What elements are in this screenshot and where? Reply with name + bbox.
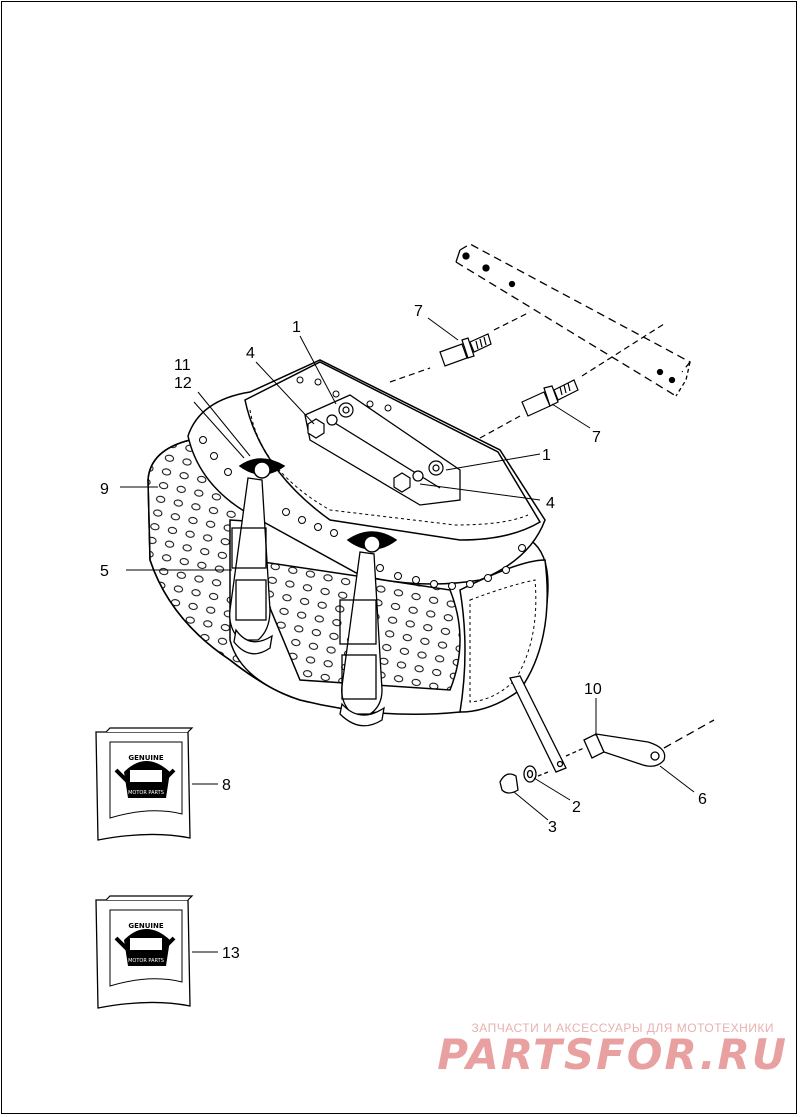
callout-7-lower: 7 <box>592 429 601 446</box>
strap-left <box>229 477 273 655</box>
bolt-7-upper <box>389 311 531 383</box>
callout-6: 6 <box>698 791 707 808</box>
logo-bottom-text-13: MOTOR PARTS <box>128 958 164 964</box>
callout-1-upper: 1 <box>292 319 301 336</box>
callout-3: 3 <box>548 819 557 836</box>
saddlebag <box>147 359 549 727</box>
callout-5: 5 <box>100 563 109 580</box>
callout-10: 10 <box>584 681 602 698</box>
package-13: GENUINE MOTOR PARTS <box>95 895 194 1009</box>
genuine-logo-8: GENUINE MOTOR PARTS <box>114 754 176 798</box>
callout-12: 12 <box>174 375 192 392</box>
bolt-7-lower <box>479 323 665 439</box>
callouts: 1 1 2 3 4 4 5 6 7 7 8 9 10 11 12 13 <box>100 303 707 962</box>
callout-9: 9 <box>100 481 109 498</box>
logo-top-text-13: GENUINE <box>128 922 164 930</box>
leader-lines <box>120 317 695 953</box>
package-8: GENUINE MOTOR PARTS <box>95 727 194 841</box>
watermark-tagline: ЗАПЧАСТИ И АКСЕССУАРЫ ДЛЯ МОТОТЕХНИКИ <box>471 1021 774 1035</box>
callout-1-lower: 1 <box>542 447 551 464</box>
callout-2: 2 <box>572 799 581 816</box>
callout-4-lower: 4 <box>546 495 555 512</box>
watermark-brand: PARTSFOR.RU <box>437 1030 788 1079</box>
callout-13: 13 <box>222 945 240 962</box>
support-arm <box>499 675 715 794</box>
strap-right <box>339 551 385 727</box>
hardware-washers-nuts <box>307 402 444 493</box>
callout-4-upper: 4 <box>246 345 255 362</box>
callout-8: 8 <box>222 777 231 794</box>
concho-right <box>346 531 398 553</box>
callout-7-upper: 7 <box>414 303 423 320</box>
logo-top-text-8: GENUINE <box>128 754 164 762</box>
logo-bottom-text-8: MOTOR PARTS <box>128 790 164 796</box>
callout-11: 11 <box>174 357 191 374</box>
genuine-logo-13: GENUINE MOTOR PARTS <box>114 922 176 966</box>
concho-left <box>238 458 286 479</box>
mounting-rail <box>455 243 691 397</box>
